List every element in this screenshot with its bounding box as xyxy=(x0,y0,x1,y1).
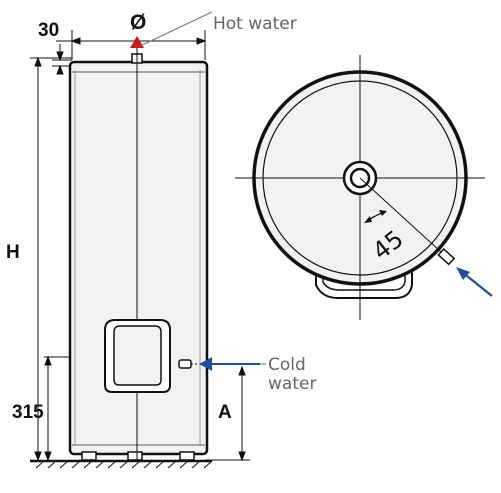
hot-water-leader xyxy=(139,11,213,47)
floor xyxy=(30,459,213,469)
dim-diameter-label: Ø xyxy=(130,11,146,34)
dim-height-label: H xyxy=(6,242,20,263)
dim-top-label: 30 xyxy=(38,20,59,41)
hot-water-arrow-icon xyxy=(130,36,144,48)
hot-water-label: Hot water xyxy=(213,14,297,34)
cold-water-label-line2: water xyxy=(268,374,316,394)
cold-water-arrow-icon xyxy=(199,357,260,371)
tank-top-view xyxy=(235,55,485,320)
top-view-inlet-arrow-icon xyxy=(456,267,493,297)
tank-side-view xyxy=(68,45,209,462)
dim-a-label: A xyxy=(218,402,232,423)
dim-inlet-label: 315 xyxy=(12,402,44,423)
cold-water-label-line1: Cold xyxy=(268,355,306,375)
